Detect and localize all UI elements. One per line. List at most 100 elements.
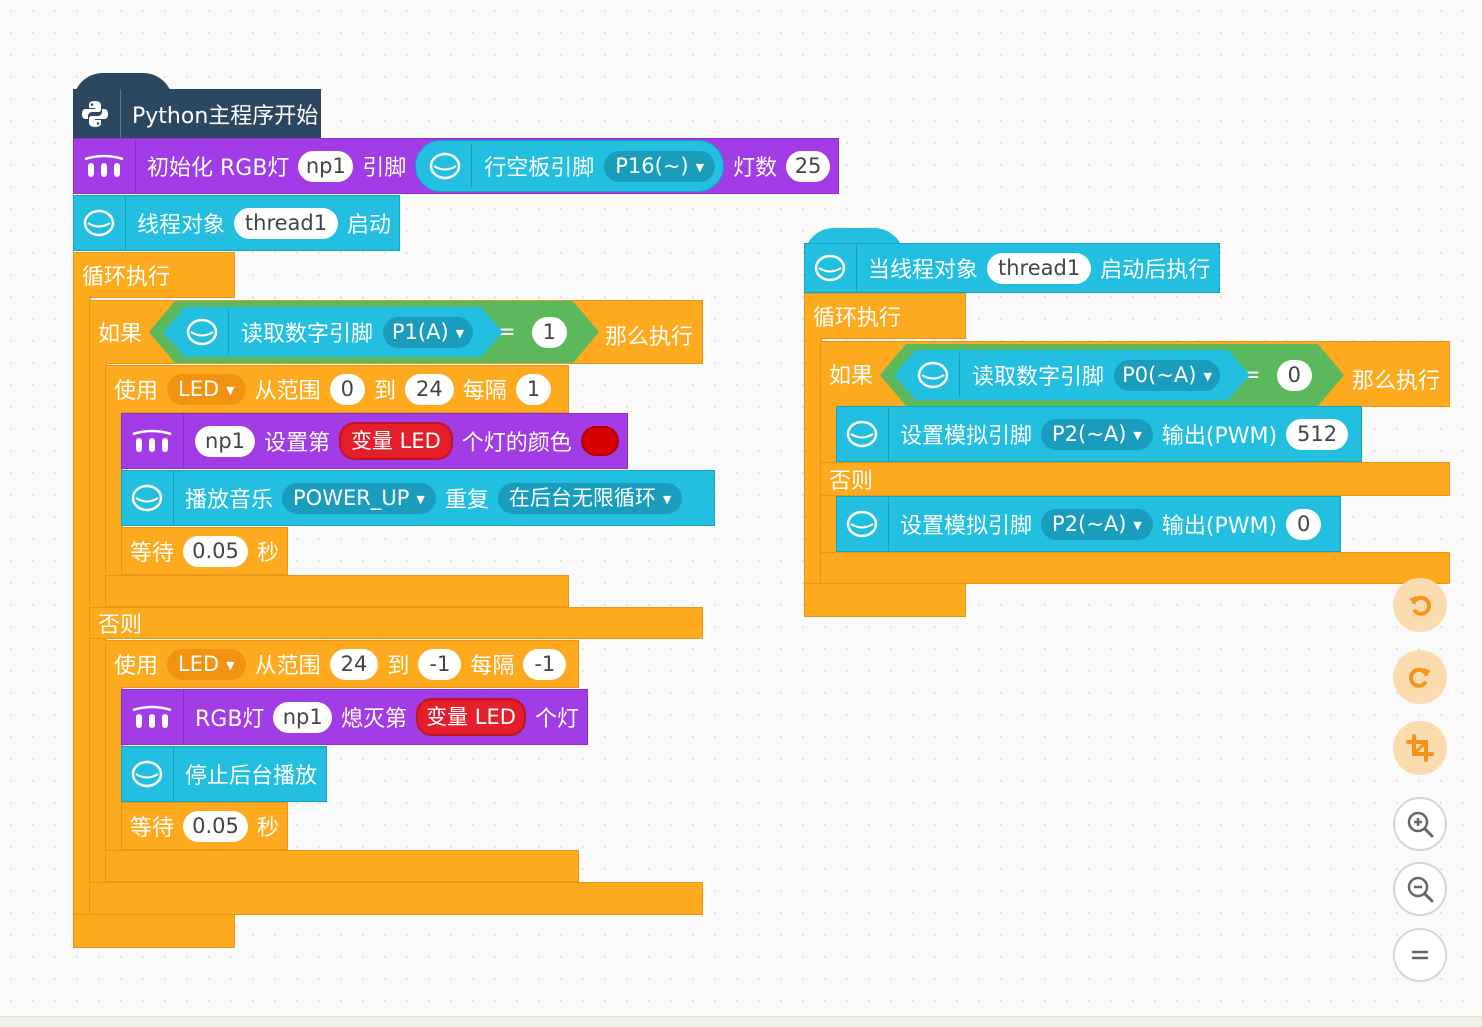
crop-button[interactable] — [1393, 721, 1447, 775]
set-pwm-block-2[interactable]: 设置模拟引脚 P2(~A)▼ 输出(PWM) 0 — [836, 496, 1341, 552]
set-pwm-label: 设置模拟引脚 — [900, 424, 1033, 449]
set-pwm-block-1[interactable]: 设置模拟引脚 P2(~A)▼ 输出(PWM) 512 — [836, 406, 1362, 462]
chevron-down-icon: ▼ — [695, 160, 705, 174]
set-pwm-label: 设置模拟引脚 — [900, 514, 1033, 539]
stop-music-block[interactable]: 停止后台播放 — [121, 746, 327, 802]
redo-icon — [1408, 667, 1431, 688]
wait-block-2[interactable]: 等待 0.05 秒 — [121, 802, 288, 850]
reset-zoom-icon — [1411, 950, 1429, 960]
pwm-pin-value: P2(~A) — [1052, 421, 1127, 446]
rgb-strip-icon — [130, 414, 184, 468]
board-icon — [916, 353, 960, 397]
range-step-field[interactable]: 1 — [515, 373, 552, 405]
chevron-down-icon: ▼ — [1203, 369, 1212, 383]
init-rgb-block[interactable]: 初始化 RGB灯 np1 引脚 行空板引脚 P16(~)▼ 灯数 25 — [73, 138, 839, 194]
range-start-field[interactable]: 24 — [329, 648, 379, 680]
board-icon — [845, 497, 889, 551]
for-range-block[interactable]: 使用 LED▼ 从范围 0 到 24 每隔 1 — [105, 365, 569, 413]
range-step-field[interactable]: -1 — [523, 648, 567, 680]
count-label: 灯数 — [733, 156, 778, 181]
pwm-value-field[interactable]: 512 — [1286, 418, 1349, 450]
reset-zoom-button[interactable] — [1393, 928, 1447, 982]
rgb-name-field[interactable]: np1 — [195, 425, 256, 457]
chevron-down-icon: ▼ — [416, 492, 425, 506]
to-label: 到 — [374, 379, 397, 404]
python-main-start-block[interactable]: Python主程序开始 — [73, 89, 321, 138]
repeat-mode-value: 在后台无限循环 — [508, 485, 656, 510]
thread-start-block[interactable]: 线程对象 thread1 启动 — [73, 195, 400, 251]
repeat-label: 重复 — [444, 488, 489, 513]
tune-dropdown[interactable]: POWER_UP ▼ — [282, 482, 436, 514]
chevron-down-icon: ▼ — [1133, 428, 1142, 442]
range-end-field[interactable]: -1 — [418, 648, 462, 680]
tune-value: POWER_UP — [293, 485, 410, 510]
pin-dropdown[interactable]: P16(~)▼ — [604, 150, 716, 182]
pwm-pin-dropdown[interactable]: P2(~A) ▼ — [1041, 418, 1153, 450]
for-range-block-2[interactable]: 使用 LED▼ 从范围 24 到 -1 每隔 -1 — [105, 640, 579, 688]
read-pin-dropdown[interactable]: P0(~A) ▼ — [1114, 360, 1220, 391]
range-end-field[interactable]: 24 — [405, 373, 454, 405]
wait-unit: 秒 — [256, 816, 279, 841]
turn-off-pixel-block[interactable]: RGB灯 np1 熄灭第 变量 LED 个灯 — [121, 689, 588, 745]
zoom-out-icon — [1407, 876, 1434, 903]
thread-callback-hat[interactable]: 当线程对象 thread1 启动后执行 — [804, 243, 1220, 293]
rgb-name-field[interactable]: np1 — [273, 701, 332, 733]
board-pin-reporter[interactable]: 行空板引脚 P16(~)▼ — [415, 140, 725, 192]
pwm-pin-dropdown[interactable]: P2(~A)▼ — [1041, 508, 1153, 540]
undo-button[interactable] — [1393, 578, 1447, 632]
read-digital-label: 读取数字引脚 — [241, 322, 374, 347]
undo-icon — [1409, 595, 1432, 616]
then-label: 那么执行 — [605, 325, 694, 350]
chevron-down-icon: ▼ — [455, 326, 465, 340]
from-label: 从范围 — [254, 379, 321, 404]
thread-name-field[interactable]: thread1 — [234, 207, 338, 239]
wait-seconds-field[interactable]: 0.05 — [183, 535, 248, 567]
condition-value-field[interactable]: 0 — [1277, 360, 1312, 391]
condition-value-field[interactable]: 1 — [532, 317, 567, 348]
pwm-pin-value: P2(~A) — [1052, 511, 1127, 536]
thread-start-suffix: 启动 — [346, 213, 391, 238]
wait-seconds-field[interactable]: 0.05 — [183, 810, 248, 842]
color-swatch[interactable] — [580, 426, 619, 456]
play-music-label: 播放音乐 — [185, 488, 274, 513]
zoom-out-button[interactable] — [1393, 862, 1447, 916]
range-start-field[interactable]: 0 — [329, 373, 366, 405]
thread-read-digital-pin[interactable]: 读取数字引脚 P0(~A)▼ — [894, 350, 1250, 400]
turn-off-suffix: 个灯 — [534, 707, 579, 732]
var-dropdown[interactable]: LED▼ — [167, 648, 246, 680]
from-label: 从范围 — [254, 654, 321, 679]
forever-loop-bottom — [73, 914, 235, 948]
var-dropdown[interactable]: LED▼ — [167, 373, 246, 405]
wait-label: 等待 — [130, 541, 175, 566]
thread-if-bottom — [820, 552, 1450, 584]
if-bottom — [89, 882, 703, 915]
read-pin-dropdown[interactable]: P1(A)▼ — [383, 317, 473, 348]
to-label: 到 — [387, 654, 410, 679]
led-variable[interactable]: 变量 LED — [415, 698, 526, 736]
equals-operator: = — [497, 319, 516, 345]
pwm-value-field[interactable]: 0 — [1286, 508, 1322, 540]
rgb-name-field[interactable]: np1 — [298, 150, 354, 182]
if-label: 如果 — [98, 322, 143, 347]
board-icon — [185, 310, 229, 354]
forever-loop-block[interactable]: 循环执行 — [73, 252, 235, 298]
set-pixel-color-block[interactable]: np1 设置第 变量 LED 个灯的颜色 — [121, 413, 628, 469]
init-rgb-label: 初始化 RGB灯 — [147, 156, 290, 181]
repeat-mode-dropdown[interactable]: 在后台无限循环▼ — [497, 482, 683, 514]
count-field[interactable]: 25 — [786, 150, 830, 182]
play-music-block[interactable]: 播放音乐 POWER_UP ▼ 重复 在后台无限循环▼ — [121, 470, 715, 526]
read-pin-value: P0(~A) — [1122, 362, 1197, 387]
thread-name-field[interactable]: thread1 — [987, 252, 1092, 284]
thread-loop-bottom — [804, 583, 966, 617]
thread-loop-label: 循环执行 — [813, 306, 902, 331]
read-digital-pin[interactable]: 读取数字引脚 P1(A)▼ — [163, 307, 503, 357]
redo-button[interactable] — [1393, 650, 1447, 704]
thread-label: 线程对象 — [137, 213, 226, 238]
wait-block[interactable]: 等待 0.05 秒 — [121, 527, 288, 575]
var-value: LED — [178, 376, 220, 401]
thread-forever-loop[interactable]: 循环执行 — [804, 293, 966, 339]
zoom-in-button[interactable] — [1393, 797, 1447, 851]
board-icon — [130, 471, 174, 525]
led-variable[interactable]: 变量 LED — [339, 422, 453, 460]
